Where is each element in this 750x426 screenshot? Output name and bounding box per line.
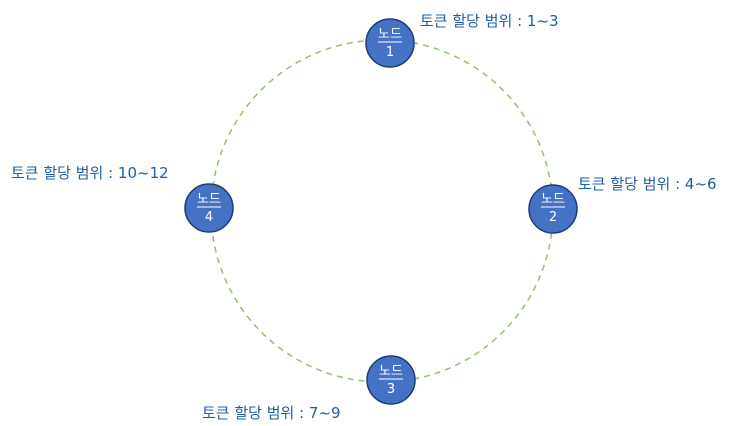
node-2-title: 노드	[541, 192, 565, 207]
node-2-circle	[528, 184, 578, 234]
node-2-number: 2	[549, 210, 557, 225]
node-1-number: 1	[386, 45, 394, 60]
node-1-range-label: 토큰 할당 범위 : 1~3	[420, 12, 559, 30]
node-1-circle	[365, 18, 415, 68]
node-3-title: 노드	[379, 364, 403, 379]
node-3-circle	[366, 355, 416, 405]
node-1[interactable]: 노드 1	[365, 18, 415, 68]
node-4-title: 노드	[197, 192, 221, 207]
node-4[interactable]: 노드 4	[184, 183, 234, 233]
node-4-number: 4	[205, 210, 213, 225]
node-4-range-label: 토큰 할당 범위 : 10~12	[11, 164, 169, 182]
node-1-title: 노드	[378, 27, 402, 42]
node-4-circle	[184, 183, 234, 233]
node-2-range-label: 토큰 할당 범위 : 4~6	[578, 175, 717, 193]
node-3-range-label: 토큰 할당 범위 : 7~9	[202, 404, 341, 422]
node-2[interactable]: 노드 2	[528, 184, 578, 234]
node-3[interactable]: 노드 3	[366, 355, 416, 405]
token-ring	[210, 39, 554, 383]
node-3-number: 3	[387, 382, 395, 397]
